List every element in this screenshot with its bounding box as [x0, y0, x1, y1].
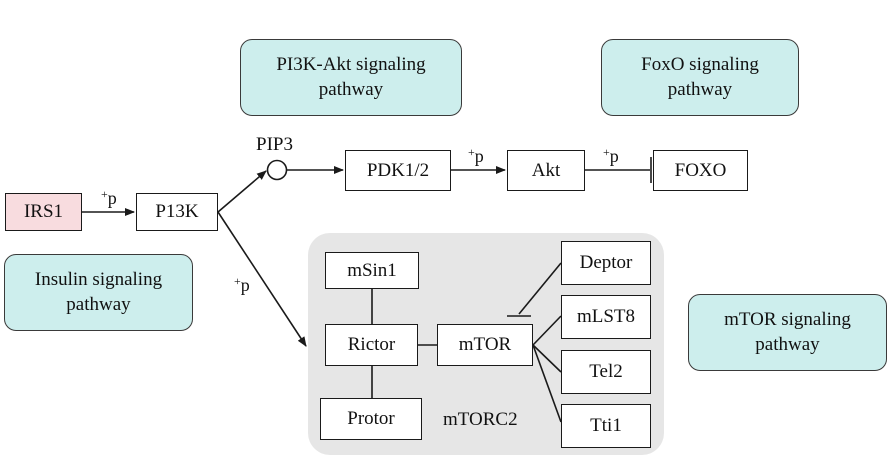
tti1-node: Tti1 — [561, 404, 651, 448]
link-mtor-mlst8 — [532, 315, 562, 346]
phosphorylation-label-irs1-p13k: +p — [101, 188, 117, 207]
mtor-node: mTOR — [437, 324, 533, 366]
phosphorylation-p: p — [107, 188, 117, 208]
p13k-node: P13K — [136, 193, 218, 231]
foxo-pathway-label: FoxO signaling pathway — [601, 39, 799, 116]
phosphorylation-p: p — [609, 146, 619, 166]
irs1-node: IRS1 — [5, 193, 82, 231]
edge-p13k-mtorc2 — [217, 211, 307, 347]
pdk12-node: PDK1/2 — [345, 150, 451, 191]
edge-deptor-mtor-inhibition — [518, 262, 562, 315]
pip3-node — [266, 159, 288, 181]
phosphorylation-plus: + — [468, 145, 475, 159]
phosphorylation-p: p — [474, 146, 484, 166]
mtorc2-label: mTORC2 — [443, 409, 518, 430]
edge-p13k-pip3 — [217, 170, 267, 213]
protor-node: Protor — [320, 398, 422, 440]
phosphorylation-plus: + — [234, 274, 241, 288]
phosphorylation-plus: + — [101, 187, 108, 201]
phosphorylation-label-akt-foxo: +p — [603, 146, 619, 165]
phosphorylation-plus: + — [603, 145, 610, 159]
link-mtor-tti1 — [532, 344, 562, 423]
foxo-node: FOXO — [653, 150, 748, 191]
link-mtor-tel2 — [532, 344, 562, 373]
akt-node: Akt — [507, 150, 585, 191]
mlst8-node: mLST8 — [561, 295, 651, 339]
phosphorylation-label-pdk12-akt: +p — [468, 146, 484, 165]
insulin-pathway-label: Insulin signaling pathway — [4, 254, 193, 331]
mtor-pathway-label: mTOR signaling pathway — [688, 294, 887, 371]
phosphorylation-p: p — [240, 275, 250, 295]
phosphorylation-label-p13k-mtorc2: +p — [234, 275, 250, 294]
rictor-node: Rictor — [325, 324, 418, 366]
pip3-label: PIP3 — [256, 134, 293, 155]
pi3k-akt-pathway-label: PI3K-Akt signaling pathway — [240, 39, 462, 116]
msin1-node: mSin1 — [325, 252, 419, 289]
tel2-node: Tel2 — [561, 350, 651, 394]
deptor-node: Deptor — [561, 241, 651, 285]
